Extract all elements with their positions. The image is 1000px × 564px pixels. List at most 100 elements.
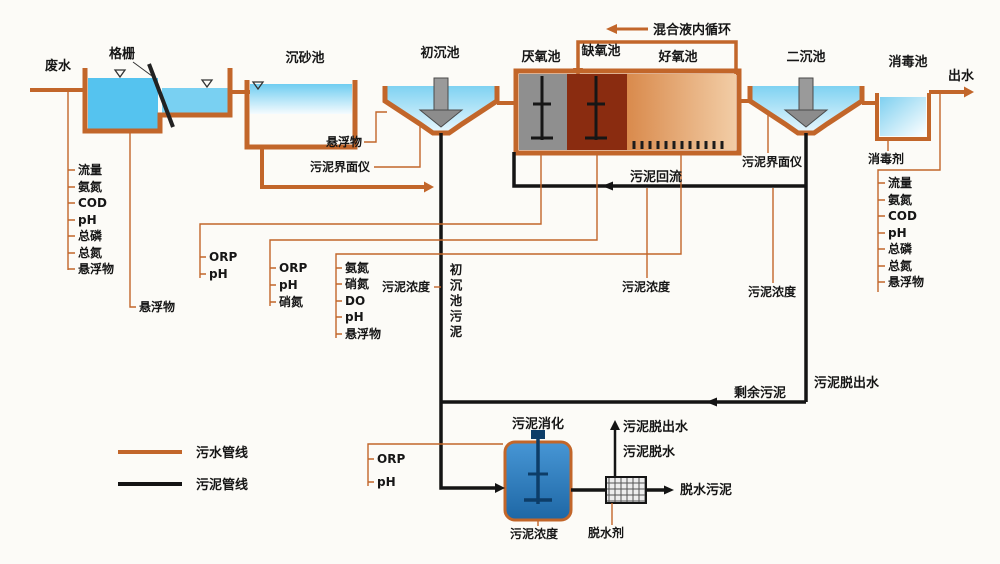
tank-bar-screen bbox=[82, 61, 233, 134]
legend: 污水管线 污泥管线 bbox=[118, 445, 248, 493]
digester-sludge-conc-label: 污泥浓度 bbox=[510, 526, 559, 541]
label-disinfection-tank: 消毒池 bbox=[888, 54, 927, 70]
arrow-into-digester bbox=[495, 483, 505, 493]
digester-motor-icon bbox=[531, 430, 545, 439]
aeration-diffusers-icon bbox=[632, 141, 724, 149]
label-filtrate-right: 污泥脱出水 bbox=[814, 375, 880, 391]
aerobic-param: DO bbox=[345, 294, 365, 308]
primary-ss-label: 悬浮物 bbox=[325, 134, 362, 149]
water-level-icon bbox=[113, 69, 127, 79]
leader-grit-ss bbox=[129, 133, 136, 308]
bio-tank-wall bbox=[513, 68, 742, 156]
label-mixed-liquor-recirculation: 混合液内循环 bbox=[653, 22, 731, 38]
label-sludge-digester: 污泥消化 bbox=[512, 416, 564, 432]
label-sludge-return: 污泥回流 bbox=[630, 169, 682, 185]
primary-feedwell-cone bbox=[418, 109, 464, 128]
digester-param: pH bbox=[377, 475, 396, 489]
legend-sewage-label: 污水管线 bbox=[196, 445, 248, 461]
leader-primary-ss bbox=[364, 111, 387, 143]
influent-param: 悬浮物 bbox=[77, 261, 114, 276]
arrow-effluent bbox=[964, 86, 974, 98]
arrow-dewatered-sludge bbox=[664, 485, 674, 495]
pipe-grit-to-primary bbox=[260, 147, 424, 189]
anoxic-mixer-icon bbox=[585, 76, 607, 140]
influent-param: pH bbox=[78, 213, 97, 227]
bracket-anoxic-params bbox=[269, 151, 598, 306]
bracket-aerobic-params bbox=[335, 151, 682, 338]
secondary-center-column bbox=[798, 77, 814, 115]
bracket-influent-params bbox=[67, 90, 75, 270]
aerobic-param: 氨氮 bbox=[345, 260, 369, 275]
sensor-leaders bbox=[67, 90, 941, 526]
bar-screen bbox=[147, 63, 175, 128]
water-screen-right bbox=[162, 88, 228, 113]
pipe-sludge-return bbox=[512, 152, 806, 188]
sludge-pipes bbox=[439, 133, 808, 492]
return-sludge-conc-label-2: 污泥浓度 bbox=[748, 284, 797, 299]
influent-param: 总磷 bbox=[78, 228, 103, 243]
label-dewatered-sludge: 脱水污泥 bbox=[680, 482, 732, 498]
legend-sludge-label: 污泥管线 bbox=[196, 477, 248, 493]
influent-param: 总氮 bbox=[78, 245, 102, 260]
tank-biological bbox=[513, 68, 742, 156]
secondary-interface-label: 污泥界面仪 bbox=[742, 154, 803, 169]
digester-param: ORP bbox=[377, 452, 405, 466]
label-grit-chamber: 沉砂池 bbox=[285, 50, 324, 66]
anaerobic-mixer-icon bbox=[531, 76, 553, 140]
label-primary-sludge-vertical: 初沉池污泥 bbox=[448, 262, 463, 341]
sewage-pipes bbox=[30, 27, 964, 189]
effluent-param: COD bbox=[888, 209, 917, 223]
aerobic-param: 硝氮 bbox=[345, 276, 369, 291]
label-effluent: 出水 bbox=[948, 68, 975, 84]
effluent-param: 总磷 bbox=[888, 241, 913, 256]
aerobic-zone bbox=[627, 74, 736, 150]
arrow-filtrate-up bbox=[610, 420, 620, 430]
water-grit bbox=[250, 84, 352, 114]
station-labels: 废水 格栅 沉砂池 初沉池 厌氧池 缺氧池 好氧池 二沉池 消毒池 出水 污泥消… bbox=[45, 43, 975, 432]
tank-disinfection bbox=[875, 93, 931, 141]
effluent-param: pH bbox=[888, 226, 907, 240]
primary-center-column bbox=[433, 77, 449, 115]
anoxic-param: 硝氮 bbox=[279, 294, 303, 309]
label-influent: 废水 bbox=[45, 58, 72, 74]
label-anaerobic-tank: 厌氧池 bbox=[521, 49, 560, 65]
label-bar-screen: 格栅 bbox=[109, 46, 135, 62]
aerobic-param: pH bbox=[345, 310, 364, 324]
pipe-primary-sludge bbox=[439, 133, 495, 490]
aerobic-param: 悬浮物 bbox=[344, 326, 381, 341]
effluent-param: 悬浮物 bbox=[887, 274, 924, 289]
anoxic-param: ORP bbox=[279, 261, 307, 275]
label-excess-sludge: 剩余污泥 bbox=[734, 385, 786, 401]
screen-channel-wall bbox=[82, 68, 233, 134]
tank-sludge-digester bbox=[503, 430, 573, 522]
bar-screen-leader bbox=[132, 61, 153, 77]
primary-sludge-conc-label: 污泥浓度 bbox=[382, 279, 431, 294]
bracket-anaerobic-params bbox=[199, 151, 542, 278]
influent-param: 流量 bbox=[78, 162, 102, 177]
influent-param: COD bbox=[78, 196, 107, 210]
pipe-internal-recirculation bbox=[576, 40, 738, 75]
water-level-icon bbox=[200, 79, 214, 89]
return-sludge-conc-label-1: 污泥浓度 bbox=[622, 279, 671, 294]
label-secondary-tank: 二沉池 bbox=[786, 49, 825, 65]
effluent-param: 总氮 bbox=[888, 258, 912, 273]
label-sludge-dewatering: 污泥脱水 bbox=[623, 444, 676, 460]
bracket-effluent-params bbox=[877, 94, 941, 292]
grit-ss-label: 悬浮物 bbox=[138, 299, 175, 314]
label-disinfectant: 消毒剂 bbox=[868, 151, 904, 166]
flow-labels: 混合液内循环 污泥回流 剩余污泥 污泥脱出水 初沉池污泥 污泥脱出水 污泥脱水 … bbox=[448, 22, 905, 540]
primary-interface-label: 污泥界面仪 bbox=[310, 159, 371, 174]
grit-chamber-wall bbox=[244, 80, 358, 150]
water-level-icon bbox=[251, 81, 265, 91]
disinfection-wall bbox=[875, 93, 931, 141]
arrow-into-primary bbox=[424, 181, 434, 193]
sludge-arrows bbox=[495, 181, 717, 495]
label-aerobic-tank: 好氧池 bbox=[657, 49, 697, 65]
digester-mixer-icon bbox=[524, 439, 552, 504]
anaerobic-param: ORP bbox=[209, 250, 237, 264]
influent-param: 氨氮 bbox=[78, 179, 102, 194]
leader-primary-interface bbox=[374, 126, 421, 168]
anoxic-param: pH bbox=[279, 278, 298, 292]
secondary-feedwell-cone bbox=[783, 109, 829, 128]
